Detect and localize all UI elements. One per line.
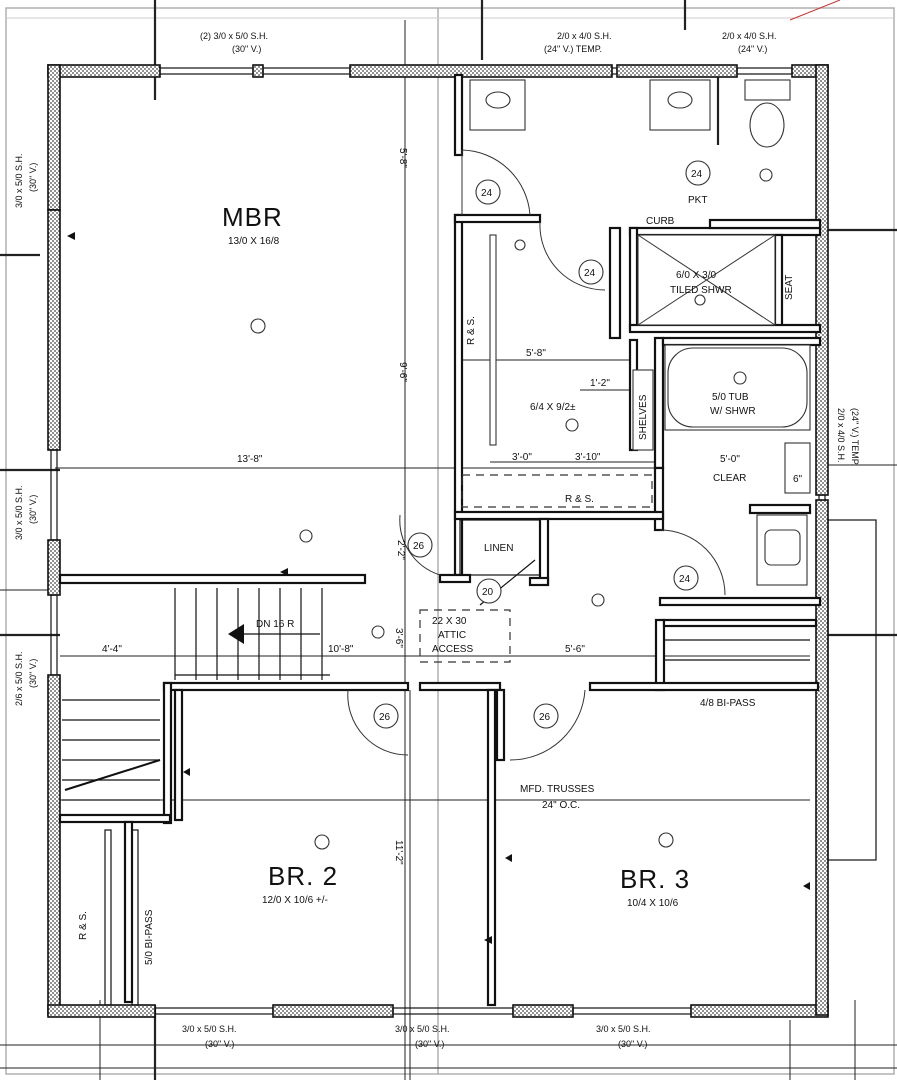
dim-3-6: 3'-6" bbox=[393, 628, 404, 648]
tub-label-2: W/ SHWR bbox=[710, 406, 756, 417]
room-br3-name: BR. 3 bbox=[620, 864, 690, 894]
window-left-1a: 3/0 x 5/0 S.H. bbox=[14, 153, 24, 208]
window-bottom-3a: 3/0 x 5/0 S.H. bbox=[596, 1024, 651, 1034]
rs-label-vertical: R & S. bbox=[466, 316, 477, 345]
interior-walls bbox=[58, 73, 822, 1007]
attic-size: 22 X 30 bbox=[432, 616, 467, 627]
window-bottom-2a: 3/0 x 5/0 S.H. bbox=[395, 1024, 450, 1034]
shelves-label: SHELVES bbox=[638, 394, 649, 440]
curb-label: CURB bbox=[646, 216, 675, 227]
window-bottom-1b: (30" V.) bbox=[205, 1039, 234, 1049]
dim-5-8-horizontal: 5'-8" bbox=[526, 348, 546, 359]
door-tag-5: 20 bbox=[482, 587, 494, 598]
window-bottom-1a: 3/0 x 5/0 S.H. bbox=[182, 1024, 237, 1034]
seat-label: SEAT bbox=[784, 275, 795, 300]
outlet-marker-icon bbox=[484, 936, 492, 944]
dim-3-10: 3'-10" bbox=[575, 452, 601, 463]
dim-10-8: 10'-8" bbox=[328, 644, 354, 655]
window-right-1b: (24" V.) TEMP. bbox=[850, 408, 860, 466]
dimension-labels: 5'-8" 9'-6" 13'-8" 5'-8" 1'-2" 3'-0" 3'-… bbox=[102, 148, 610, 865]
door-tag-3: 24 bbox=[691, 169, 703, 180]
window-left-1b: (30" V.) bbox=[28, 163, 38, 192]
door-tag-1: 24 bbox=[481, 188, 493, 199]
door-tag-6: 24 bbox=[679, 574, 691, 585]
window-top-right-1: 2/0 x 4/0 S.H. bbox=[722, 31, 777, 41]
rs-label-br2: R & S. bbox=[78, 911, 89, 940]
bipass-br2: 5/0 BI-PASS bbox=[144, 909, 155, 965]
linen-label: LINEN bbox=[484, 543, 513, 554]
trusses-spacing: 24" O.C. bbox=[542, 800, 580, 811]
outlet-marker-icon bbox=[505, 854, 512, 862]
outlet-marker-icon bbox=[280, 568, 288, 576]
window-labels: (2) 3/0 x 5/0 S.H. (30" V.) 2/0 x 4/0 S.… bbox=[14, 31, 860, 1049]
dim-2-2: 2'-2" bbox=[395, 540, 406, 560]
door-tag-2: 24 bbox=[584, 268, 596, 279]
door-tag-8: 26 bbox=[539, 712, 551, 723]
window-right-1a: 2/0 x 4/0 S.H. bbox=[836, 408, 846, 463]
room-br2-size: 12/0 X 10/6 +/- bbox=[262, 895, 328, 906]
window-top-left-1: (2) 3/0 x 5/0 S.H. bbox=[200, 31, 268, 41]
door-tag-4: 26 bbox=[413, 541, 425, 552]
light-fixtures bbox=[250, 168, 773, 850]
outlet-marker-icon bbox=[183, 768, 190, 776]
room-mbr-name: MBR bbox=[222, 202, 283, 232]
window-top-left-2: (30" V.) bbox=[232, 44, 261, 54]
room-labels: MBR 13/0 X 16/8 BR. 2 12/0 X 10/6 +/- BR… bbox=[78, 195, 803, 965]
dim-13-8: 13'-8" bbox=[237, 454, 263, 465]
electrical-markers bbox=[67, 232, 810, 944]
room-mbr-size: 13/0 X 16/8 bbox=[228, 236, 280, 247]
room-br3-size: 10/4 X 10/6 bbox=[627, 898, 679, 909]
exterior-walls bbox=[47, 64, 877, 1018]
dim-9-6: 9'-6" bbox=[397, 362, 408, 382]
door-tags: 24 24 24 26 20 24 26 26 bbox=[373, 160, 711, 729]
rs-label-closet: R & S. bbox=[565, 494, 594, 505]
fixtures bbox=[104, 79, 811, 1006]
dim-3-0: 3'-0" bbox=[512, 452, 532, 463]
dim-5-8-vertical: 5'-8" bbox=[397, 148, 408, 168]
dim-5-6: 5'-6" bbox=[565, 644, 585, 655]
tub-label: 5/0 TUB bbox=[712, 392, 749, 403]
room-br2-name: BR. 2 bbox=[268, 861, 338, 891]
stairs-label: DN 16 R bbox=[256, 619, 294, 630]
shower-label: 6/0 X 3/0 bbox=[676, 270, 716, 281]
window-top-mid-1: 2/0 x 4/0 S.H. bbox=[557, 31, 612, 41]
outlet-marker-icon bbox=[803, 882, 810, 890]
attic-access-label: ACCESS bbox=[432, 644, 473, 655]
pkt-label: PKT bbox=[688, 195, 707, 206]
window-left-3a: 2/6 x 5/0 S.H. bbox=[14, 651, 24, 706]
door-tag-7: 26 bbox=[379, 712, 391, 723]
dim-11-2: 11'-2" bbox=[393, 840, 404, 865]
window-top-mid-2: (24" V.) TEMP. bbox=[544, 44, 602, 54]
shower-label-2: TILED SHWR bbox=[670, 285, 732, 296]
clear-6in: 6" bbox=[793, 474, 803, 485]
window-top-right-2: (24" V.) bbox=[738, 44, 767, 54]
staircase bbox=[62, 588, 330, 801]
stair-arrow-icon bbox=[228, 624, 244, 644]
clear-dim: 5'-0" bbox=[720, 454, 740, 465]
window-bottom-2b: (30" V.) bbox=[415, 1039, 444, 1049]
dim-1-2: 1'-2" bbox=[590, 378, 610, 389]
bipass-br3: 4/8 BI-PASS bbox=[700, 698, 756, 709]
closet-size: 6/4 X 9/2± bbox=[530, 402, 576, 413]
clear-label: CLEAR bbox=[713, 473, 746, 484]
trusses-label: MFD. TRUSSES bbox=[520, 784, 595, 795]
window-left-2a: 3/0 x 5/0 S.H. bbox=[14, 485, 24, 540]
window-bottom-3b: (30" V.) bbox=[618, 1039, 647, 1049]
outlet-marker-icon bbox=[67, 232, 75, 240]
attic-label: ATTIC bbox=[438, 630, 466, 641]
dim-4-4: 4'-4" bbox=[102, 644, 122, 655]
window-left-3b: (30" V.) bbox=[28, 659, 38, 688]
window-left-2b: (30" V.) bbox=[28, 495, 38, 524]
